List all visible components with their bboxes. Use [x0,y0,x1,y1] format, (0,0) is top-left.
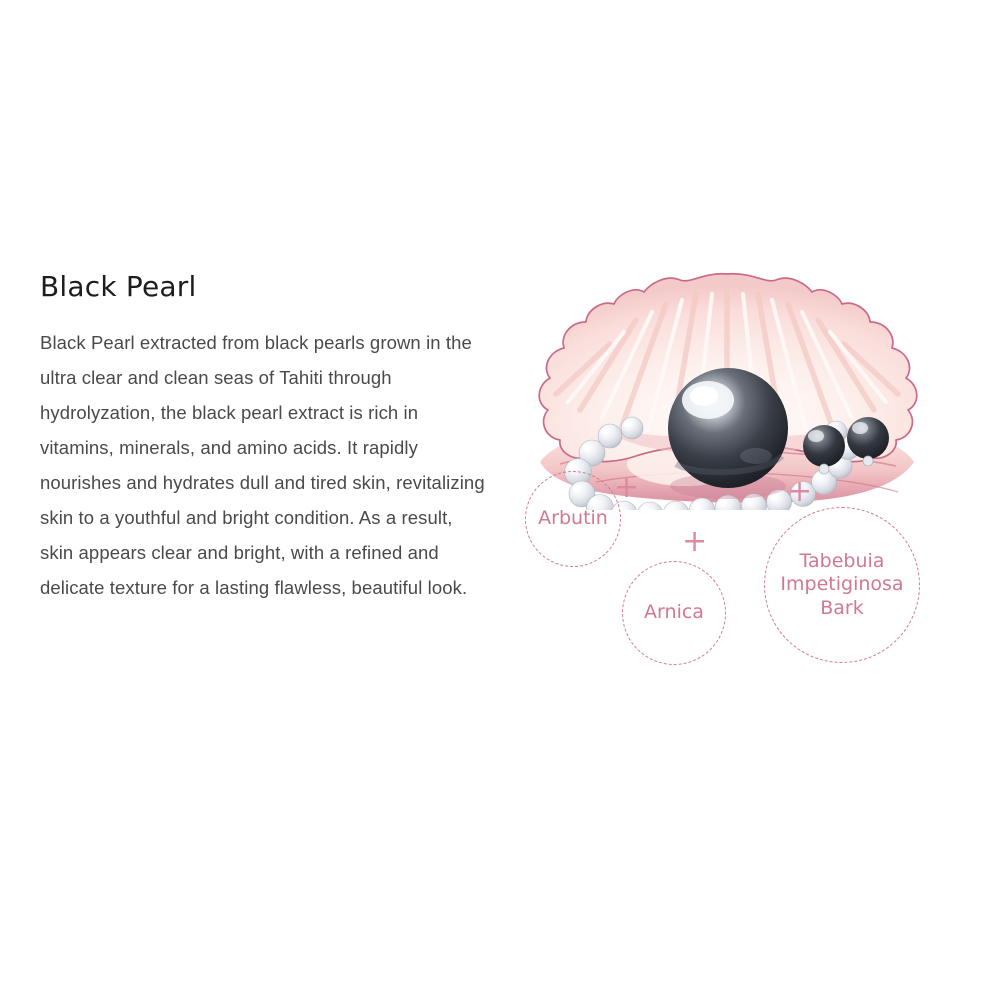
black-pearl-earrings [803,417,889,475]
black-pearl [668,368,788,499]
illustration-area [500,250,960,680]
ingredient-circle-arnica: Arnica [622,561,726,665]
text-panel: Black Pearl Black Pearl extracted from b… [40,270,490,605]
plus-icon-1: + [614,470,640,505]
plus-icon-3: + [787,474,813,509]
shell-upper-valve [538,272,918,463]
ingredient-label-arnica: Arnica [644,601,704,624]
description-paragraph: Black Pearl extracted from black pearls … [40,331,485,598]
black-pearl-shell-illustration [538,272,918,510]
ingredient-label-arbutin: Arbutin [538,507,608,530]
ingredient-circle-arbutin: Arbutin [525,471,621,567]
ingredient-label-tabebuia: Tabebuia Impetiginosa Bark [780,550,904,619]
plus-icon-2: + [682,524,708,559]
page-title: Black Pearl [40,270,197,303]
ingredient-circle-tabebuia: Tabebuia Impetiginosa Bark [764,507,920,663]
